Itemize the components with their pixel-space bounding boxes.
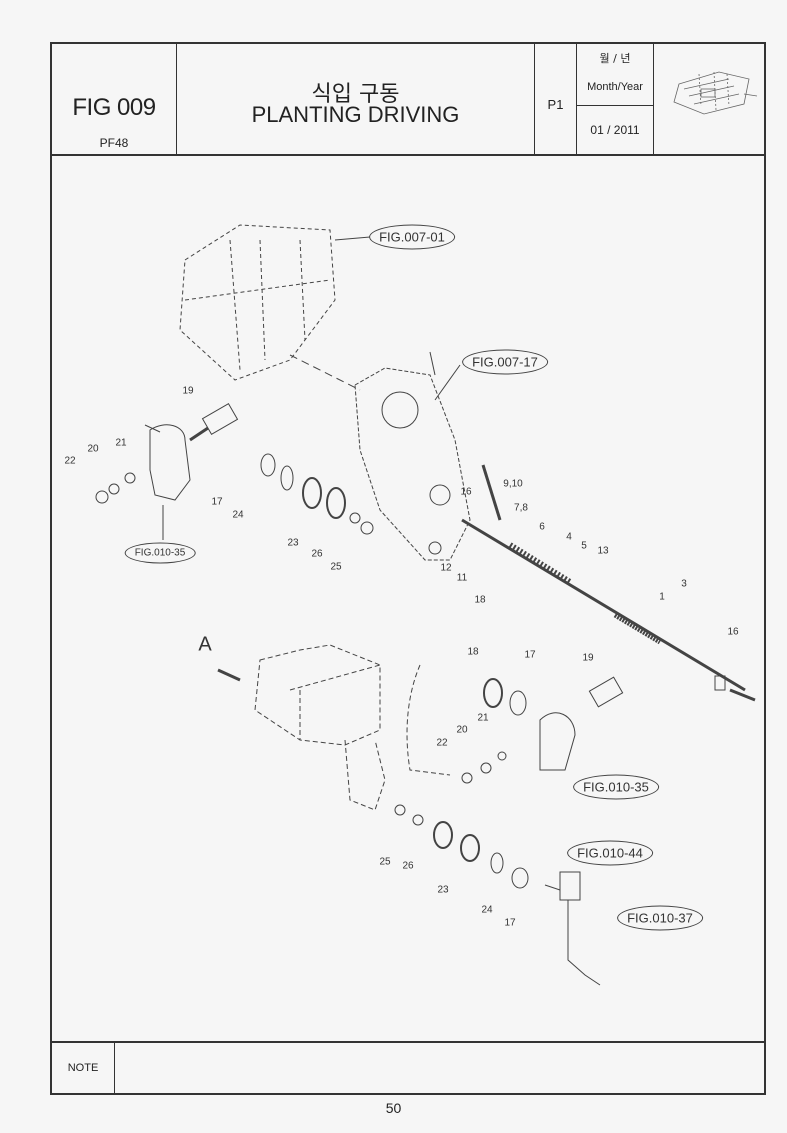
part-label: 24 [481, 904, 493, 916]
part-label: 18 [467, 646, 479, 658]
fig-reference-callout[interactable]: FIG.010-35 [573, 774, 659, 800]
machine-sketch-icon [673, 71, 758, 115]
part-label: 25 [379, 856, 391, 868]
fig-reference-callout[interactable]: FIG.007-17 [462, 349, 548, 375]
part-label: 26 [311, 548, 323, 560]
part-label: 6 [539, 521, 545, 533]
fig-reference-callout[interactable]: FIG.010-35 [124, 542, 196, 564]
part-label: 26 [402, 860, 414, 872]
part-label: 20 [87, 443, 99, 455]
note-row: NOTE [52, 1041, 764, 1093]
part-label: 13 [597, 545, 609, 557]
part-label: 9,10 [503, 478, 523, 490]
part-label: 22 [436, 737, 448, 749]
part-label: 17 [524, 649, 536, 661]
part-label: 17 [211, 496, 223, 508]
fig-reference-callout[interactable]: FIG.010-37 [617, 905, 703, 931]
month-year-korean: 월 / 년 [599, 52, 631, 65]
part-label: 11 [456, 572, 468, 584]
gearbox-housing [179, 224, 336, 381]
nut-22 [95, 490, 109, 504]
title-cell: 식입 구동 PLANTING DRIVING [177, 44, 535, 154]
upper-left-arm [144, 403, 239, 501]
leader-line [334, 236, 371, 241]
part-label: 20 [456, 724, 468, 736]
main-shaft [461, 464, 756, 702]
part-label: 19 [182, 385, 194, 397]
part-label: 16 [460, 486, 472, 498]
date-value: 01 / 2011 [590, 123, 640, 137]
machine-thumbnail [654, 44, 764, 154]
part-label: 17 [504, 917, 516, 929]
fig-reference-callout[interactable]: FIG.007-01 [369, 224, 455, 250]
lower-arm [544, 871, 601, 986]
part-label: 23 [287, 537, 299, 549]
page-id: P1 [547, 97, 564, 112]
page-frame: FIG 009 PF48 식입 구동 PLANTING DRIVING P1 월… [50, 42, 766, 1095]
part-label: 22 [64, 455, 76, 467]
part-label: 21 [477, 712, 489, 724]
part-label: 7,8 [514, 502, 528, 514]
note-label: NOTE [52, 1043, 115, 1093]
view-arrow-label: A [198, 633, 212, 656]
part-label: 16 [727, 626, 739, 638]
fig-number: FIG 009 [72, 94, 156, 121]
part-label: 24 [232, 509, 244, 521]
fig-reference-callout[interactable]: FIG.010-44 [567, 840, 653, 866]
month-year-label: Month/Year [587, 81, 643, 93]
page-number: 50 [385, 1100, 402, 1116]
part-label: 1 [659, 591, 665, 603]
part-label: 5 [581, 540, 587, 552]
model-code: PF48 [99, 136, 129, 150]
part-label: 3 [681, 578, 687, 590]
part-label: 18 [474, 594, 486, 606]
title-english: PLANTING DRIVING [251, 102, 460, 127]
part-label: 19 [582, 652, 594, 664]
part-label: 23 [437, 884, 449, 896]
month-year-cell: 월 / 년 Month/Year 01 / 2011 [577, 44, 654, 154]
part-label: 25 [330, 561, 342, 573]
part-label: 4 [566, 531, 572, 543]
lower-gearbox [254, 644, 451, 811]
divider [577, 105, 653, 106]
page-cell: P1 [535, 44, 577, 154]
part-label: 21 [115, 437, 127, 449]
title-korean: 식입 구동 [311, 82, 400, 107]
transmission-case [354, 351, 471, 561]
part-label: 12 [440, 562, 452, 574]
fig-cell: FIG 009 PF48 [52, 44, 177, 154]
title-block: FIG 009 PF48 식입 구동 PLANTING DRIVING P1 월… [52, 44, 764, 156]
